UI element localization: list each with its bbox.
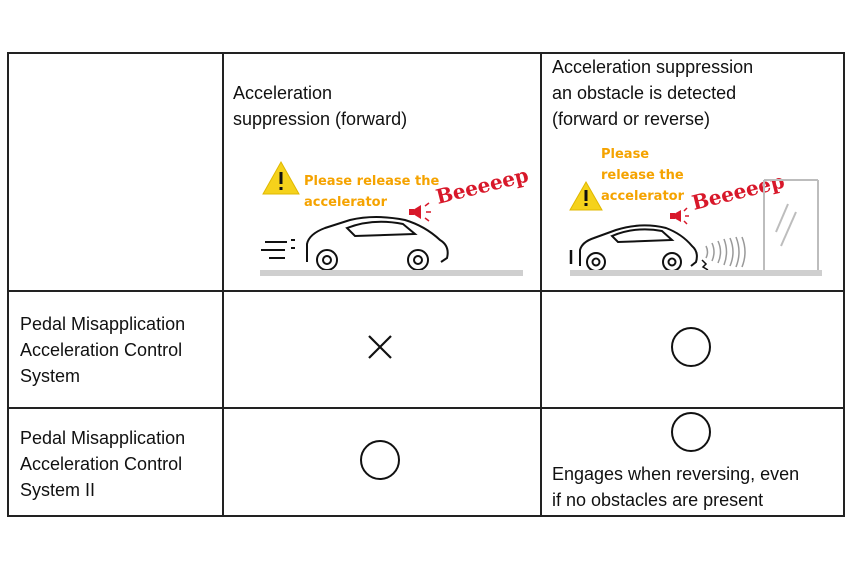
- row-label-system: Pedal Misapplication Acceleration Contro…: [20, 314, 186, 386]
- sonar-waves-icon: [705, 236, 746, 268]
- row-divider-2: [9, 407, 843, 409]
- road-surface: [260, 270, 523, 276]
- spark-icon: [701, 259, 709, 271]
- beep-sound-text: Beeeeep: [433, 163, 530, 209]
- warning-line-2: accelerator: [304, 195, 388, 210]
- forward-suppression-illustration: Please release the accelerator Beeeeep: [260, 160, 530, 276]
- obstacle-wall-icon: [763, 179, 819, 270]
- obstacle-suppression-illustration: Please release the accelerator Beeeeep: [569, 147, 822, 276]
- beep-sound-text: Beeeeep: [689, 169, 787, 215]
- warning-triangle-icon: [262, 160, 300, 195]
- car-side-icon: [569, 224, 698, 272]
- row-divider-1: [9, 290, 843, 292]
- warning-line-3: accelerator: [601, 189, 685, 204]
- megaphone-icon: [409, 202, 431, 222]
- circle-mark-icon: [671, 412, 711, 452]
- header-obstacle-suppression: Acceleration suppression an obstacle is …: [552, 57, 754, 129]
- circle-mark-icon: [671, 327, 711, 367]
- megaphone-icon: [670, 207, 689, 225]
- speed-lines-icon: [261, 239, 295, 259]
- reversing-note: Engages when reversing, even if no obsta…: [552, 464, 800, 510]
- cross-mark-icon: [368, 335, 392, 359]
- column-divider-2: [540, 54, 542, 515]
- header-forward-suppression: Acceleration suppression (forward): [233, 83, 408, 129]
- row-label-system-ii: Pedal Misapplication Acceleration Contro…: [20, 428, 186, 500]
- car-side-icon: [306, 216, 449, 271]
- warning-line-1: Please release the: [304, 174, 439, 189]
- road-surface: [570, 270, 822, 276]
- comparison-table: [7, 52, 845, 517]
- circle-mark-icon: [360, 440, 400, 480]
- warning-triangle-icon: [569, 180, 603, 211]
- warning-line-2: release the: [601, 168, 684, 183]
- warning-line-1: Please: [601, 147, 649, 162]
- column-divider-1: [222, 54, 224, 515]
